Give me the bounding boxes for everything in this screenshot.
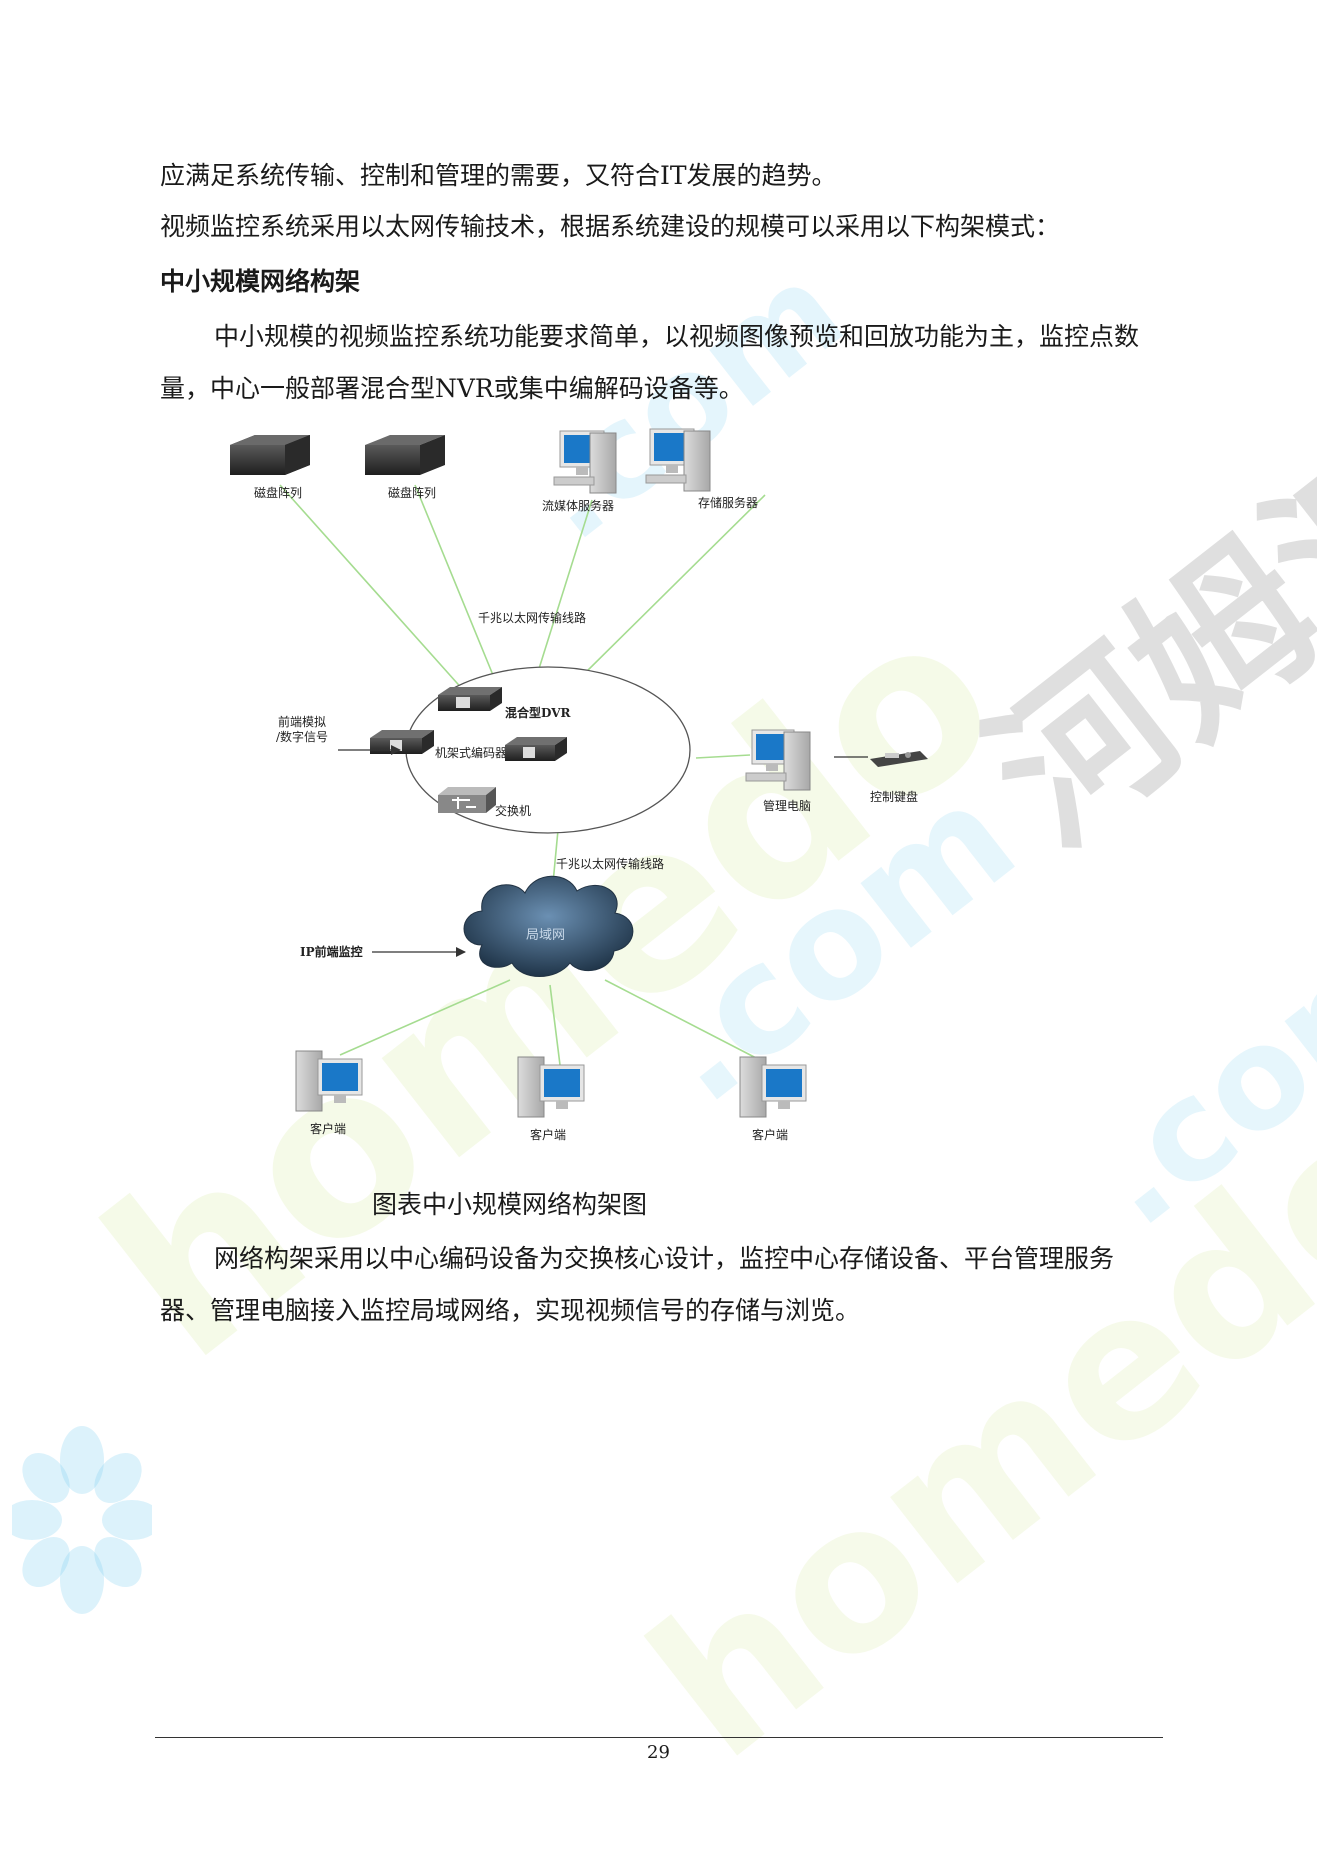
control-keyboard-label: 控制键盘	[870, 789, 918, 804]
encoder-device-icon	[505, 737, 567, 761]
client-computer-icon	[739, 1056, 807, 1118]
switch-label: 交换机	[495, 803, 531, 818]
management-pc-label: 管理电脑	[763, 798, 811, 813]
body-paragraph: 网络构架采用以中心编码设备为交换核心设计，监控中心存储设备、平台管理服务器、管理…	[160, 1244, 1115, 1325]
watermark-flower-icon	[12, 1426, 152, 1614]
body-paragraph: 中小规模的视频监控系统功能要求简单，以视频图像预览和回放功能为主，监控点数量，中…	[160, 322, 1140, 403]
storage-server-label: 存储服务器	[698, 495, 758, 510]
network-diagram: 磁盘阵列 磁盘阵列 流媒体服务器 存储服务器 千兆以太网传输线路	[230, 428, 928, 1142]
stream-server-label: 流媒体服务器	[542, 498, 614, 513]
disk-array-icon	[230, 435, 310, 475]
disk-array-label: 磁盘阵列	[254, 485, 302, 500]
footer-divider	[155, 1737, 1163, 1738]
client-computer-icon	[295, 1050, 363, 1112]
lan-cloud-icon	[463, 875, 634, 977]
body-line: 视频监控系统采用以太网传输技术，根据系统建设的规模可以采用以下构架模式：	[160, 212, 1061, 241]
page-number: 29	[647, 1742, 670, 1763]
gigabit-line-label: 千兆以太网传输线路	[478, 610, 586, 625]
frontend-analog-label: /数字信号	[276, 729, 328, 744]
hybrid-dvr-label: 混合型DVR	[505, 705, 572, 720]
client-label: 客户端	[530, 1127, 566, 1142]
section-heading: 中小规模网络构架	[160, 267, 361, 296]
frontend-analog-label: 前端模拟	[278, 714, 326, 729]
computer-icon	[553, 430, 617, 494]
ip-frontend-label: IP前端监控	[300, 944, 363, 959]
client-label: 客户端	[310, 1121, 346, 1136]
body-line: 应满足系统传输、控制和管理的需要，又符合IT发展的趋势。	[160, 161, 837, 190]
rack-encoder-label: 机架式编码器	[435, 745, 507, 760]
computer-icon	[645, 428, 711, 492]
figure-caption: 图表中小规模网络构架图	[372, 1190, 648, 1219]
client-label: 客户端	[752, 1127, 788, 1142]
gigabit-line-label: 千兆以太网传输线路	[556, 856, 664, 871]
management-pc-icon	[745, 729, 811, 791]
lan-label: 局域网	[526, 928, 565, 943]
switch-icon	[438, 787, 496, 813]
hybrid-dvr-icon	[438, 687, 502, 711]
control-keyboard-icon	[870, 751, 928, 767]
link-lines	[279, 484, 766, 1066]
client-computer-icon	[517, 1056, 585, 1118]
disk-array-icon	[365, 435, 445, 475]
disk-array-label: 磁盘阵列	[388, 485, 436, 500]
